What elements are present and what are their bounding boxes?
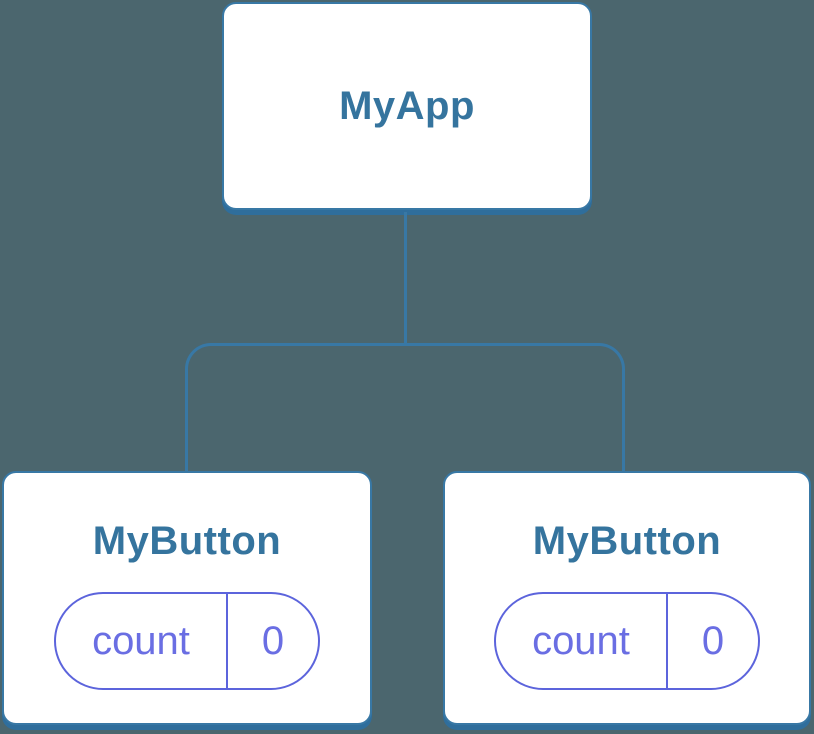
state-value-right: 0 xyxy=(701,618,725,663)
component-name-child-right: MyButton xyxy=(532,519,722,563)
component-node-child-right: MyButton count 0 xyxy=(443,471,811,725)
state-key-left: count xyxy=(56,594,228,688)
component-node-root: MyApp xyxy=(222,2,592,210)
state-key-right: count xyxy=(496,594,668,688)
state-value-left: 0 xyxy=(261,618,285,663)
component-name-child-left: MyButton xyxy=(92,519,282,563)
tree-connector-bracket xyxy=(185,343,625,471)
component-node-child-left: MyButton count 0 xyxy=(2,471,372,725)
tree-connector-stem xyxy=(404,212,407,344)
state-pill-left: count 0 xyxy=(54,592,320,690)
component-name-root: MyApp xyxy=(339,84,475,128)
state-pill-right: count 0 xyxy=(494,592,760,690)
